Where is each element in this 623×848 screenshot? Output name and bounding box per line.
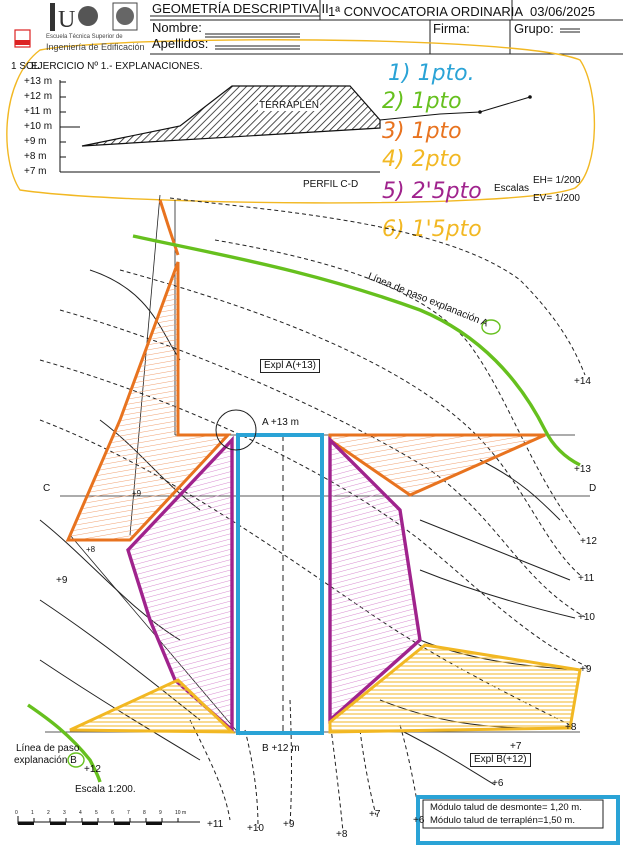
- contour-12: +12: [580, 536, 597, 547]
- left-mark-9b: +9: [56, 575, 68, 586]
- scale-ev: EV= 1/200: [533, 193, 580, 204]
- grade-1: 1) 1pto.: [388, 61, 475, 86]
- level-13: +13 m: [24, 76, 53, 87]
- left-mark-9a: +9: [132, 489, 142, 498]
- level-11: +11 m: [24, 106, 52, 117]
- scale-tick-7: 7: [127, 810, 130, 816]
- bottom-mark-6: +6: [413, 815, 425, 826]
- section-c: C: [43, 483, 51, 494]
- yellow-right: [328, 643, 582, 734]
- contour-10: +10: [578, 612, 595, 623]
- scale-tick-6: 6: [111, 810, 114, 816]
- contour-9: +9: [580, 664, 592, 675]
- scale-tick-4: 4: [79, 810, 82, 816]
- header-frame: [150, 0, 623, 55]
- highlight-ellipse: [6, 39, 596, 204]
- plan-scale: Escala 1:200.: [75, 784, 136, 795]
- level-9: +9 m: [24, 136, 47, 147]
- left-mark-8: +8: [86, 545, 96, 554]
- scale-tick-2: 2: [47, 810, 50, 816]
- bottom-mark-11: +11: [207, 819, 224, 830]
- grade-2: 2) 1pto: [382, 89, 462, 114]
- bottom-mark-10: +10: [247, 823, 264, 834]
- scale-eh: EH= 1/200: [533, 175, 581, 186]
- terraplen-left: [126, 435, 234, 734]
- expl-a-label: Expl A(+13): [260, 359, 320, 373]
- fill-slope-module: Módulo talud de terraplén=1,50 m.: [430, 815, 575, 826]
- bottom-mark-9: +9: [283, 819, 295, 830]
- grade-4: 4) 2pto: [382, 147, 462, 172]
- scale-tick-9: 9: [159, 810, 162, 816]
- expl-b-label: Expl B(+12): [470, 753, 531, 767]
- yellow-left: [69, 678, 236, 734]
- terraplen-label: TERRAPLÉN: [258, 100, 321, 111]
- svg-text:U: U: [58, 7, 75, 33]
- left-mark-12: +12: [84, 764, 101, 775]
- point-b-label: B +12 m: [262, 743, 300, 754]
- scales-label: Escalas: [494, 183, 530, 194]
- contour-13: +13: [574, 464, 591, 475]
- course-title: GEOMETRÍA DESCRIPTIVA II: [152, 1, 329, 16]
- bottom-mark-8: +8: [336, 829, 348, 840]
- ground-line: [379, 96, 531, 121]
- university-logo-icon: U: [50, 3, 98, 33]
- point-a-circle: [215, 409, 257, 451]
- grade-5: 5) 2'5pto: [382, 179, 482, 204]
- scale-tick-1: 1: [31, 810, 34, 816]
- contour-11: +11: [578, 573, 595, 584]
- surname-label: Apellidos:: [152, 36, 209, 51]
- exercise-prefix: 1 SOL: [11, 61, 40, 72]
- scale-tick-5: 5: [95, 810, 98, 816]
- cut-slope-module: Módulo talud de desmonte= 1,20 m.: [430, 802, 582, 813]
- contour-14: +14: [574, 376, 591, 387]
- bottom-mark-7: +7: [369, 809, 381, 820]
- exam-date: 03/06/2025: [530, 4, 596, 19]
- line-b-label-2: explanación B: [14, 755, 77, 766]
- terraplen-right: [328, 435, 422, 724]
- session-label: 1ª CONVOCATORIA ORDINARIA: [328, 4, 524, 19]
- name-label: Nombre:: [152, 20, 202, 35]
- school-logo-icon: [112, 2, 138, 31]
- contour-8: +8: [565, 722, 577, 733]
- school-small: Escuela Técnica Superior de: [46, 34, 123, 40]
- desmonte-left: [65, 261, 232, 542]
- line-of-passage-a: [132, 234, 581, 467]
- scale-tick-8: 8: [143, 810, 146, 816]
- line-b-label-1: Línea de paso: [16, 743, 80, 754]
- scale-tick-3: 3: [63, 810, 66, 816]
- section-d: D: [589, 483, 597, 494]
- line-of-passage-b: [27, 703, 102, 783]
- terraplen-profile: [81, 85, 381, 147]
- group-label: Grupo:: [514, 21, 554, 36]
- point-a-label: A +13 m: [262, 417, 299, 428]
- grade-6: 6) 1'5pto: [382, 217, 482, 242]
- level-12: +12 m: [24, 91, 53, 102]
- profile-axis: [59, 80, 380, 173]
- contour-7: +7: [510, 741, 522, 752]
- platform-outline: [236, 433, 324, 735]
- signature-label: Firma:: [433, 21, 470, 36]
- grade-3: 3) 1pto: [382, 119, 462, 144]
- level-10: +10 m: [24, 121, 53, 132]
- level-7: +7 m: [24, 166, 47, 177]
- exercise-title: EJERCICIO Nº 1.- EXPLANACIONES.: [31, 61, 203, 72]
- slope-module-box: [416, 795, 620, 845]
- profile-caption: PERFIL C-D: [303, 179, 359, 190]
- contour-6: +6: [492, 778, 504, 789]
- pdf-icon: [14, 29, 31, 48]
- scale-bar: [17, 816, 200, 824]
- scale-tick-10: 10 m: [175, 810, 187, 816]
- school-name: Ingeniería de Edificación: [46, 42, 145, 52]
- level-8: +8 m: [24, 151, 47, 162]
- scale-tick-0: 0: [15, 810, 18, 816]
